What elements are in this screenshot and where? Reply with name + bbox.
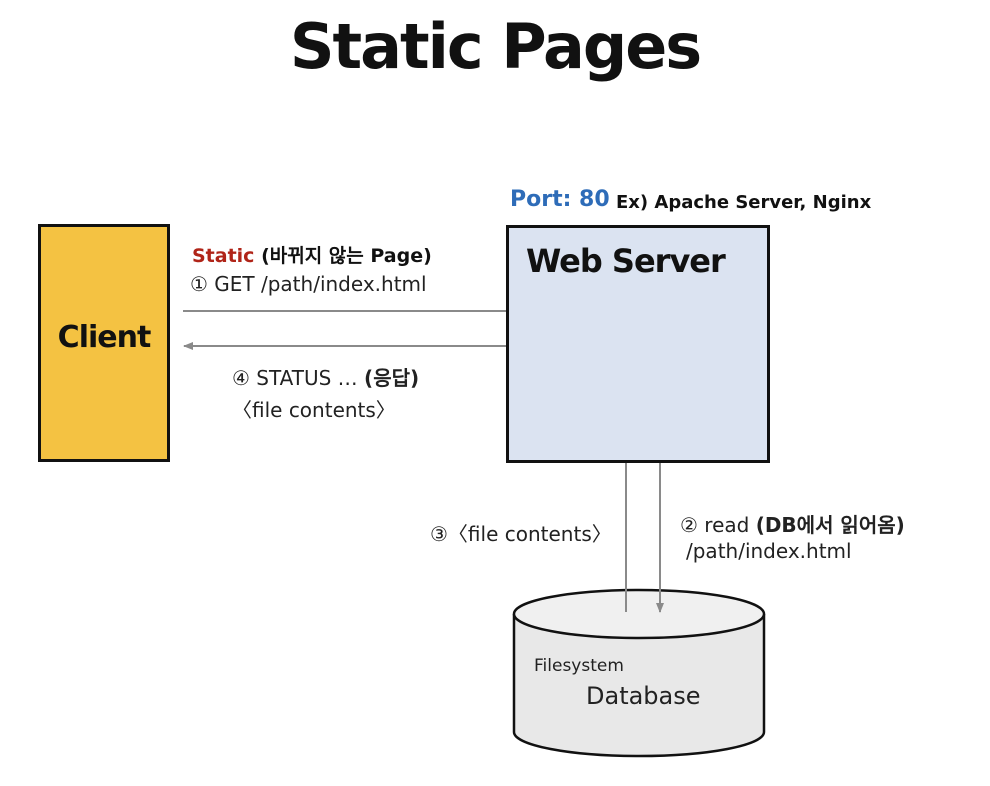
database-cylinder: [512, 588, 766, 758]
client-box: [38, 224, 170, 462]
response-body-label: 〈file contents〉: [232, 398, 396, 422]
server-example-label: Ex) Apache Server, Nginx: [616, 192, 872, 213]
port-label: Port: 80: [510, 187, 610, 212]
static-description: (바뀌지 않는 Page): [254, 245, 432, 267]
response-label: ④ STATUS … (응답): [232, 362, 419, 391]
read-path-label: /path/index.html: [686, 539, 852, 563]
static-word: Static: [192, 245, 255, 267]
request-label: ① GET /path/index.html: [190, 272, 427, 296]
read-label: ② read (DB에서 읽어옴): [680, 509, 905, 538]
database-label: Database: [586, 682, 701, 710]
client-label: Client: [57, 320, 152, 355]
web-server-label: Web Server: [526, 242, 726, 280]
read-note: (DB에서 읽어옴): [755, 513, 905, 537]
return-label: ③〈file contents〉: [430, 522, 612, 546]
static-note: Static (바뀌지 않는 Page): [192, 241, 432, 268]
response-note: (응답): [364, 366, 420, 390]
read-step: ② read: [680, 513, 756, 537]
page-title: Static Pages: [289, 10, 702, 83]
web-server-box: [506, 225, 770, 463]
response-status: ④ STATUS …: [232, 366, 365, 390]
database-type-label: Filesystem: [534, 656, 624, 676]
